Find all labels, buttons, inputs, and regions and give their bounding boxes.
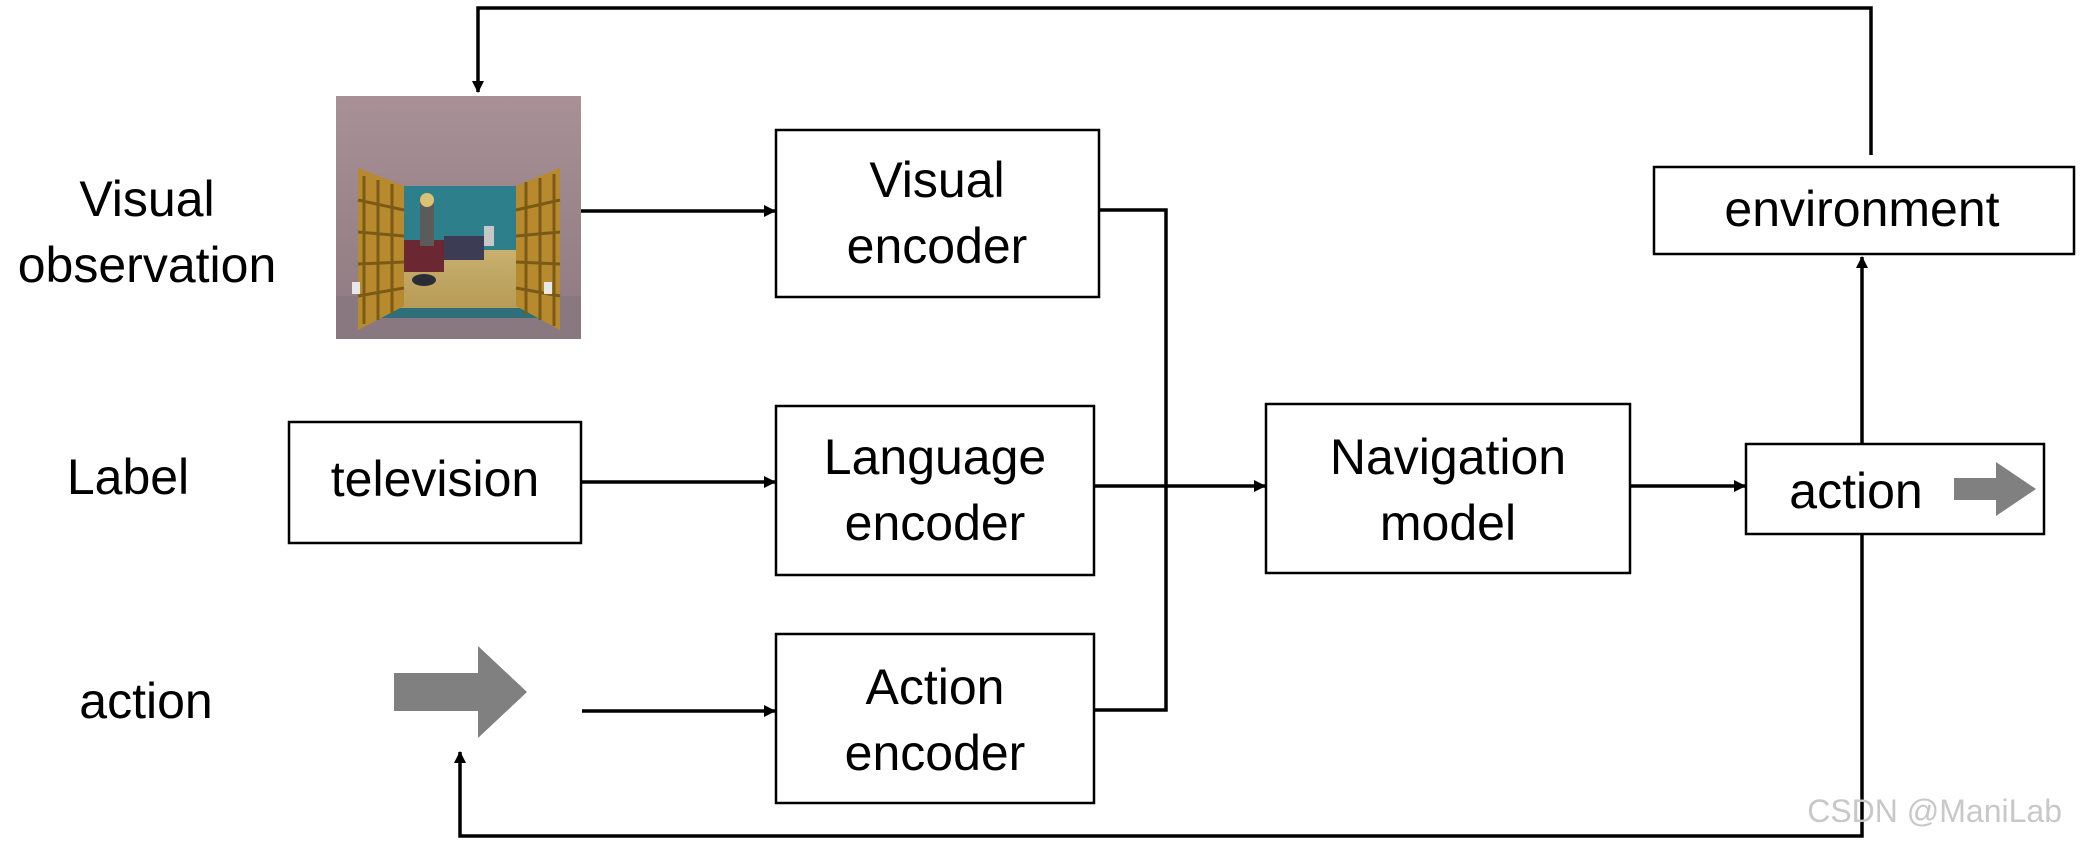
watermark-text: CSDN @ManiLab xyxy=(1807,793,2062,829)
observation-image xyxy=(336,96,581,339)
line-visual-encoder-merge xyxy=(1094,208,1168,712)
language-encoder-label-line2: encoder xyxy=(845,495,1026,551)
television-box-label: television xyxy=(331,451,539,507)
navigation-model-label-line2: model xyxy=(1380,495,1516,551)
visual-encoder-box: Visual encoder xyxy=(774,128,1101,299)
environment-label: environment xyxy=(1724,181,1999,237)
arrow-action-feedback-to-action-input xyxy=(454,534,1864,838)
visual-encoder-label-line1: Visual xyxy=(869,152,1004,208)
action-encoder-box: Action encoder xyxy=(774,632,1096,805)
action-encoder-label-line1: Action xyxy=(866,659,1005,715)
language-encoder-box: Language encoder xyxy=(774,404,1096,577)
language-encoder-label-line1: Language xyxy=(824,429,1046,485)
connectors xyxy=(454,6,1873,838)
television-box: television xyxy=(287,420,583,545)
navigation-model-box: Navigation model xyxy=(1264,402,1632,575)
visual-encoder-label-line2: encoder xyxy=(847,218,1028,274)
arrow-environment-feedback-to-observation xyxy=(472,6,1873,155)
action-output-box: action xyxy=(1744,442,2046,536)
row-label-action: action xyxy=(79,673,212,729)
action-input-arrow-icon xyxy=(394,646,527,738)
row-label-label: Label xyxy=(67,449,189,505)
action-output-arrow-icon xyxy=(1954,462,2036,516)
action-encoder-label-line2: encoder xyxy=(845,725,1026,781)
row-label-visual-line2: observation xyxy=(18,237,277,293)
action-output-label: action xyxy=(1789,463,1922,519)
environment-box: environment xyxy=(1652,165,2076,256)
row-label-visual-line1: Visual xyxy=(79,171,214,227)
navigation-model-label-line1: Navigation xyxy=(1330,429,1566,485)
